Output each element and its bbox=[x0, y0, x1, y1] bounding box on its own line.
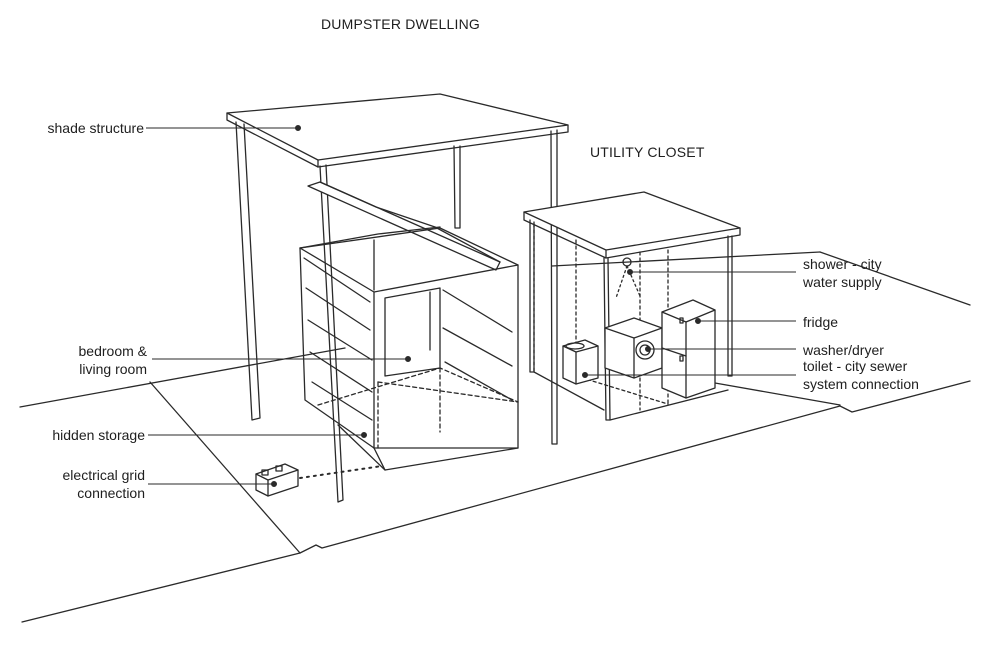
label-washer-dryer: washer/dryer bbox=[803, 341, 884, 359]
title-dumpster-dwelling: DUMPSTER DWELLING bbox=[321, 16, 480, 32]
label-line: connection bbox=[77, 485, 145, 501]
label-line: living room bbox=[79, 361, 147, 377]
label-hidden-storage: hidden storage bbox=[52, 426, 145, 444]
label-line: electrical grid bbox=[62, 467, 145, 483]
label-toilet: toilet - city sewer system connection bbox=[803, 357, 919, 393]
label-line: toilet - city sewer bbox=[803, 358, 908, 374]
label-shower: shower - city water supply bbox=[803, 255, 882, 291]
label-shade-structure: shade structure bbox=[48, 119, 145, 137]
shade-structure bbox=[226, 93, 569, 503]
dumpster-unit bbox=[299, 181, 519, 471]
label-line: shower - city bbox=[803, 256, 882, 272]
title-utility-closet: UTILITY CLOSET bbox=[590, 144, 705, 160]
leader-lines bbox=[146, 125, 796, 487]
label-line: water supply bbox=[803, 274, 882, 290]
label-bedroom-living-room: bedroom & living room bbox=[79, 342, 147, 378]
sidewalk-lines bbox=[19, 251, 971, 623]
label-line: shade structure bbox=[47, 120, 145, 136]
label-electrical-grid: electrical grid connection bbox=[63, 466, 145, 502]
label-line: washer/dryer bbox=[803, 342, 884, 358]
electrical-box bbox=[255, 463, 383, 497]
utility-closet bbox=[523, 191, 741, 421]
label-line: hidden storage bbox=[52, 427, 145, 443]
label-fridge: fridge bbox=[803, 313, 838, 331]
label-line: system connection bbox=[803, 376, 919, 392]
label-line: fridge bbox=[803, 314, 839, 330]
label-line: bedroom & bbox=[78, 343, 147, 359]
